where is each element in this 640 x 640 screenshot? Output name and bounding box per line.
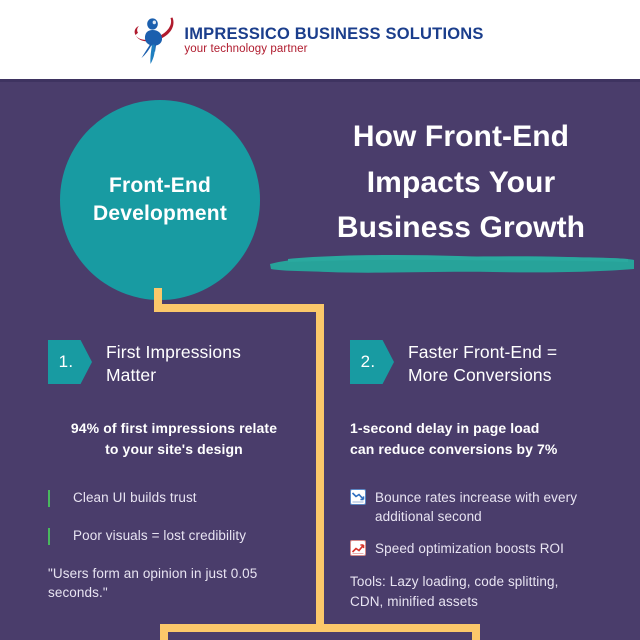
impressico-figure-logo-icon xyxy=(135,17,174,64)
connector-stub xyxy=(154,288,162,304)
teal-brush-stroke-icon xyxy=(270,255,634,273)
connector-bottom-bar xyxy=(160,624,480,632)
section-2-bullet-list: Bounce rates increase with every additio… xyxy=(350,488,612,558)
green-square-icon xyxy=(48,489,65,507)
section-1-header: 1. First Impressions Matter xyxy=(48,340,300,388)
section-1-bullet-2-text: Poor visuals = lost credibility xyxy=(73,527,247,543)
list-item: Speed optimization boosts ROI xyxy=(350,539,612,558)
section-1-number: 1. xyxy=(58,352,74,371)
section-2-bullet-2-text: Speed optimization boosts ROI xyxy=(375,540,564,556)
logo-wordmark: IMPRESSICO BUSINESS SOLUTIONS your techn… xyxy=(184,24,483,56)
chart-decreasing-icon xyxy=(350,488,367,506)
section-2-title: Faster Front-End = More Conversions xyxy=(408,340,557,388)
connector-horizontal xyxy=(154,304,324,312)
section-2-note: Tools: Lazy loading, code splitting, CDN… xyxy=(350,572,612,611)
section-first-impressions: 1. First Impressions Matter 94% of first… xyxy=(48,340,300,603)
section-1-bullet-list: Clean UI builds trust Poor visuals = los… xyxy=(48,488,300,545)
topic-circle-line-2: Development xyxy=(92,202,228,225)
section-2-title-line-2: More Conversions xyxy=(408,365,552,386)
section-2-number-badge: 2. xyxy=(350,340,394,384)
list-item: Bounce rates increase with every additio… xyxy=(350,488,612,526)
green-square-icon xyxy=(48,527,65,545)
section-2-title-line-1: Faster Front-End = xyxy=(408,342,558,362)
section-1-stat-line-2: to your site's design xyxy=(105,440,243,457)
section-1-title-line-2: Matter xyxy=(106,365,157,386)
section-1-note: "Users form an opinion in just 0.05 seco… xyxy=(48,564,300,603)
section-2-bullet-1-text: Bounce rates increase with every additio… xyxy=(375,489,578,524)
section-faster-front-end: 2. Faster Front-End = More Conversions 1… xyxy=(350,340,612,611)
section-1-title-line-1: First Impressions xyxy=(106,342,241,362)
section-1-stat-line-1: 94% of first impressions relate xyxy=(70,419,278,436)
section-2-header: 2. Faster Front-End = More Conversions xyxy=(350,340,612,388)
list-item: Clean UI builds trust xyxy=(48,488,300,507)
connector-vertical xyxy=(316,304,324,630)
topic-circle: Front-End Development xyxy=(60,100,260,300)
chart-increasing-icon xyxy=(350,539,367,557)
section-2-stat-line-2: can reduce conversions by 7% xyxy=(350,440,558,457)
section-1-bullet-1-text: Clean UI builds trust xyxy=(73,489,197,505)
company-logo: IMPRESSICO BUSINESS SOLUTIONS your techn… xyxy=(132,14,483,66)
section-2-stat-line-1: 1-second delay in page load xyxy=(350,419,540,436)
section-2-note-line-1: Tools: Lazy loading, code splitting, xyxy=(350,574,559,589)
page-title-line-2: Impacts Your xyxy=(366,165,556,199)
section-2-stat: 1-second delay in page load can reduce c… xyxy=(350,418,612,460)
page-title-line-3: Business Growth xyxy=(336,211,586,245)
page-title-line-1: How Front-End xyxy=(352,120,570,153)
section-1-note-line-1: "Users form an opinion in just 0.05 xyxy=(48,565,258,581)
connector-bottom-right xyxy=(472,624,480,640)
connector-bottom-left xyxy=(160,624,168,640)
section-1-note-line-2: seconds." xyxy=(48,585,108,601)
section-1-number-badge: 1. xyxy=(48,340,92,384)
section-1-stat: 94% of first impressions relate to your … xyxy=(48,418,300,460)
header-bar: IMPRESSICO BUSINESS SOLUTIONS your techn… xyxy=(0,0,640,79)
list-item: Poor visuals = lost credibility xyxy=(48,526,300,545)
company-tagline: your technology partner xyxy=(184,43,308,55)
page-title: How Front-End Impacts Your Business Grow… xyxy=(296,114,626,251)
section-2-note-line-2: CDN, minified assets xyxy=(350,593,479,609)
company-name: IMPRESSICO BUSINESS SOLUTIONS xyxy=(184,24,484,43)
section-2-number: 2. xyxy=(360,352,376,371)
section-1-title: First Impressions Matter xyxy=(106,340,241,388)
header-divider xyxy=(0,79,640,82)
topic-circle-line-1: Front-End xyxy=(108,174,212,198)
